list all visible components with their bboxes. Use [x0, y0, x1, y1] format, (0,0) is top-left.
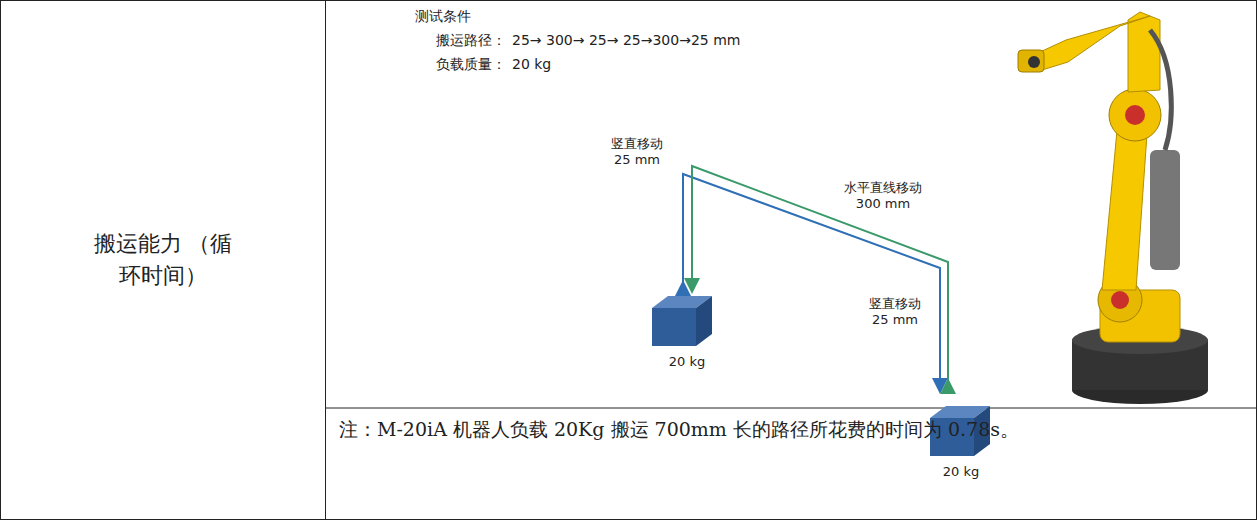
table-content-cell: 注：M-20iA 机器人负载 20Kg 搬运 700mm 长的路径所花费的时间为… [325, 0, 1257, 520]
field-name: 负载质量： [436, 56, 516, 73]
field-value: 25→ 300→ 25→ 25→300→25 mm [512, 32, 772, 49]
robot-illustration [1018, 12, 1208, 404]
section-title: 测试条件 [415, 8, 505, 25]
mass-label: 20 kg [652, 354, 722, 370]
field-value: 20 kg [512, 56, 592, 73]
dimension-label: 水平直线移动 300 mm [838, 180, 928, 211]
table-header-cell: 搬运能力 （循环时间） [0, 0, 326, 520]
blue-path [683, 174, 940, 386]
field-name: 搬运路径： [436, 32, 516, 49]
separator-line [325, 408, 1257, 409]
mass-label: 20 kg [926, 464, 996, 480]
green-path [692, 166, 948, 386]
cell-text: 注：M-20iA 机器人负载 20Kg 搬运 700mm 长的路径所花费的时间为… [339, 415, 1246, 444]
cell-text: 搬运能力 （循环时间） [93, 228, 233, 292]
load-box [652, 296, 712, 346]
dimension-label: 竖直移动 25 mm [862, 296, 928, 327]
dimension-label: 竖直移动 25 mm [604, 136, 670, 167]
